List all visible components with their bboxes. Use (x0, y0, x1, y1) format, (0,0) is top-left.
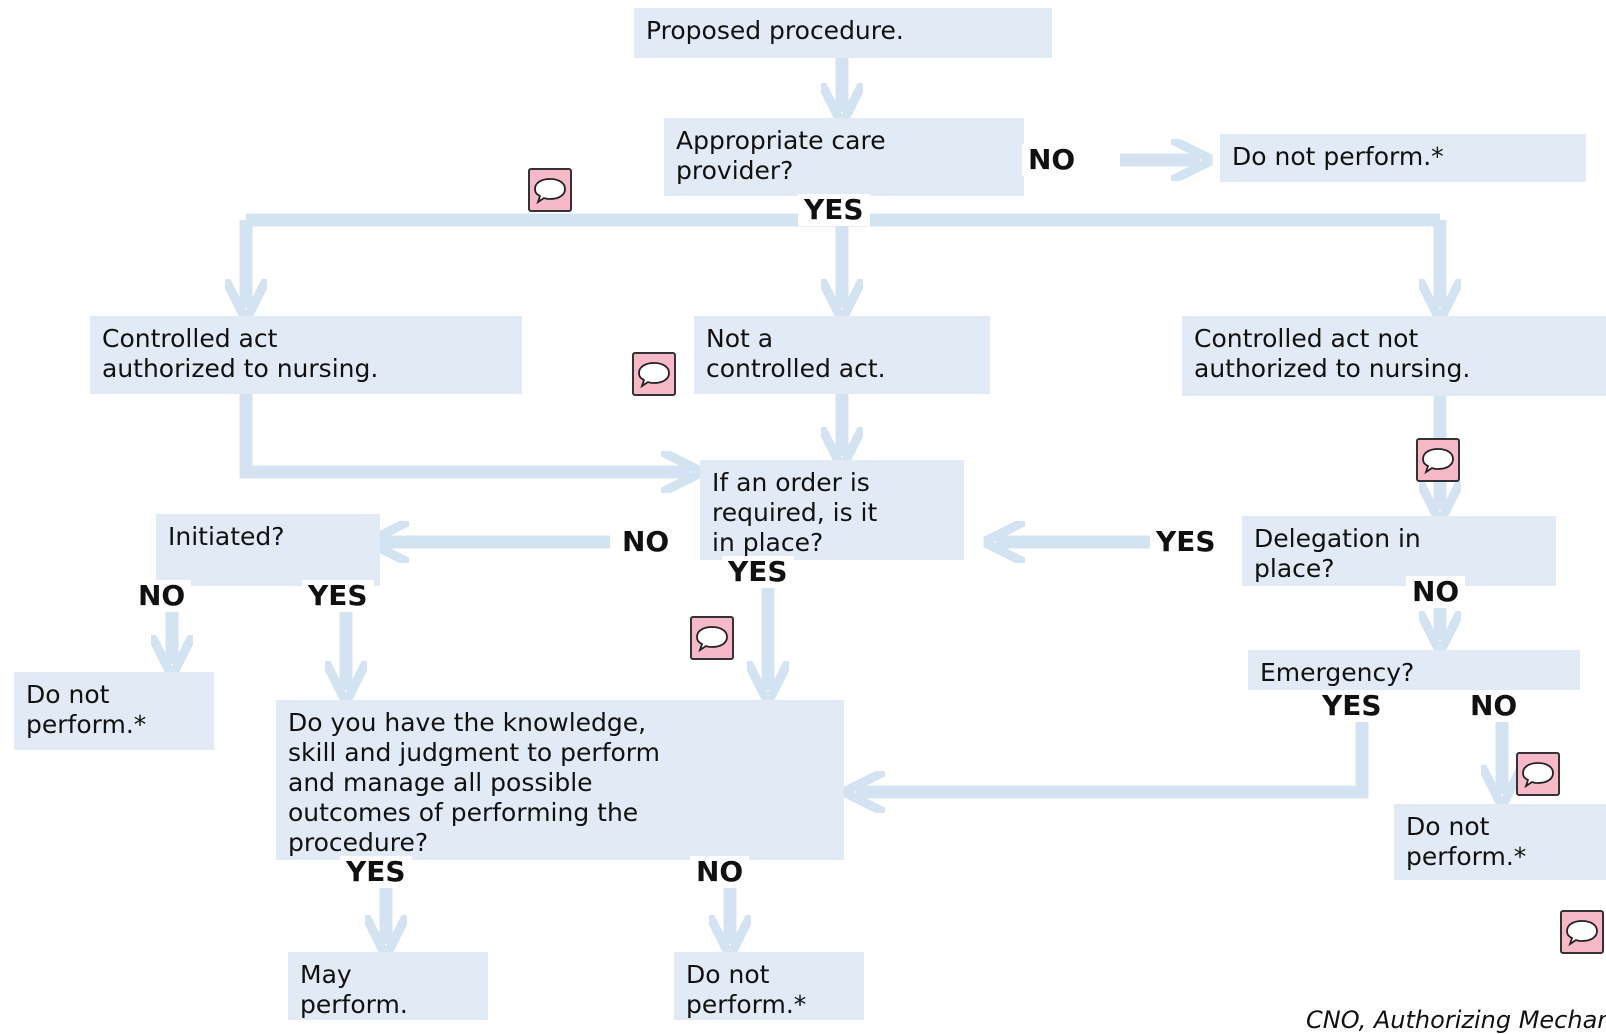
comment-icon[interactable] (632, 352, 676, 396)
comment-icon[interactable] (1416, 438, 1460, 482)
label-yes-knowledge: YES (340, 856, 412, 888)
comment-icon[interactable] (690, 616, 734, 660)
comment-icon[interactable] (1516, 752, 1560, 796)
do-not-perform-left-box: Do not perform.* (14, 672, 214, 750)
delegation-in-place-box: Delegation in place? (1242, 516, 1556, 586)
label-yes-delegation: YES (1150, 526, 1222, 558)
do-not-perform-top-box: Do not perform.* (1220, 134, 1586, 182)
arrow-emergency-yes (856, 720, 1369, 792)
initiated-box: Initiated? (156, 514, 380, 586)
comment-icon[interactable] (528, 168, 572, 212)
appropriate-care-provider-box: Appropriate care provider? (664, 118, 1024, 196)
comment-icon[interactable] (1560, 910, 1604, 954)
label-no-initiated: NO (132, 580, 192, 612)
controlled-act-not-authorized-box: Controlled act not authorized to nursing… (1182, 316, 1606, 396)
order-in-place-box: If an order is required, is it in place? (700, 460, 964, 560)
label-yes-appropriate: YES (798, 194, 870, 226)
label-yes-order: YES (722, 556, 794, 588)
knowledge-skill-judgment-box: Do you have the knowledge, skill and jud… (276, 700, 844, 860)
proposed-procedure-box: Proposed procedure. (634, 8, 1052, 58)
label-no-appropriate: NO (1022, 144, 1082, 176)
do-not-perform-bottom-box: Do not perform.* (674, 952, 864, 1020)
controlled-act-authorized-box: Controlled act authorized to nursing. (90, 316, 522, 394)
arrow-controlled-auth-to-order (239, 390, 690, 472)
label-no-order: NO (616, 526, 676, 558)
label-no-delegation: NO (1406, 576, 1466, 608)
may-perform-box: May perform. (288, 952, 488, 1020)
label-no-knowledge: NO (690, 856, 750, 888)
emergency-box: Emergency? (1248, 650, 1580, 690)
not-controlled-act-box: Not a controlled act. (694, 316, 990, 394)
label-yes-emergency: YES (1316, 690, 1388, 722)
do-not-perform-right-box: Do not perform.* (1394, 804, 1606, 880)
label-yes-initiated: YES (302, 580, 374, 612)
source-citation: CNO, Authorizing Mechanisms (1306, 1006, 1606, 1034)
label-no-emergency: NO (1464, 690, 1524, 722)
